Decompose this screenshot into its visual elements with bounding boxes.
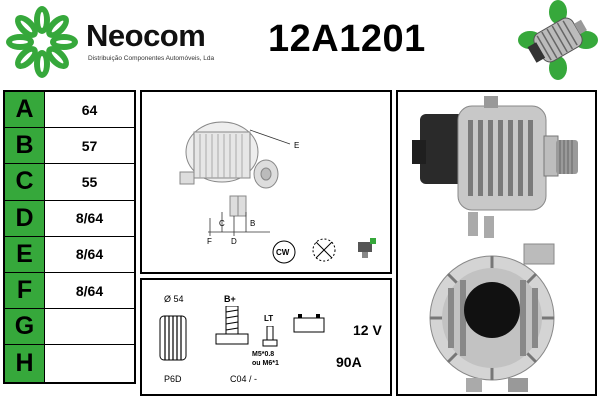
table-row: G [5, 309, 134, 346]
row-letter: G [5, 309, 45, 345]
product-photo-panel [396, 90, 597, 396]
voltage: 12 V [353, 322, 382, 338]
dimension-diagram-panel: E C B F D CW [140, 90, 392, 274]
pulley-icon [159, 315, 187, 361]
row-value [45, 309, 134, 344]
terminal-lt-label: LT [264, 314, 274, 323]
row-letter: E [5, 236, 45, 272]
pulley-diameter: Ø 54 [164, 294, 184, 304]
row-value: 8/64 [75, 246, 104, 263]
product-badge-icon [518, 0, 598, 80]
table-row: A 64 [5, 92, 134, 129]
brand-tagline: Distribuição Componentes Automóveis, Lda [88, 55, 215, 62]
row-value: 55 [81, 173, 98, 190]
mounting-pattern-icon [312, 238, 336, 262]
table-row: D 8/64 [5, 200, 134, 237]
table-row: H [5, 345, 134, 382]
alternator-line-drawing: E C B F D CW [179, 121, 376, 264]
alternator-photo [412, 96, 578, 392]
pulley-type: P6D [164, 374, 182, 384]
callout-c: C [219, 219, 225, 228]
row-value: 57 [81, 137, 98, 154]
row-letter: B [5, 128, 45, 164]
callout-d: D [231, 237, 237, 246]
callout-b: B [250, 219, 255, 228]
bolt-sizes: M5*0.8 ou M6*1 [252, 351, 279, 367]
amperage: 90A [336, 354, 362, 370]
table-row: E 8/64 [5, 236, 134, 273]
row-value: 64 [81, 101, 98, 118]
electrical-spec-panel: Ø 54 P6D B+ LT M5*0.8 ou M6*1 C04 / - 12… [140, 278, 392, 396]
row-letter: A [5, 92, 45, 128]
row-value: 8/64 [75, 282, 104, 299]
lt-terminal-bolt-icon [262, 326, 278, 347]
connector-code: C04 / - [230, 374, 258, 384]
rotation-label: CW [276, 248, 290, 257]
table-row: B 57 [5, 128, 134, 165]
row-letter: F [5, 272, 45, 309]
row-letter: H [5, 345, 45, 382]
part-number: 12A1201 [268, 18, 426, 60]
table-row: C 55 [5, 164, 134, 201]
b-terminal-bolt-icon [215, 306, 249, 345]
alternator-rear-view [429, 243, 555, 392]
row-value [45, 345, 134, 381]
table-row: F 8/64 [5, 272, 134, 310]
terminal-b-label: B+ [224, 294, 236, 304]
brand-name: Neocom [86, 18, 206, 53]
callout-e: E [294, 141, 299, 150]
callout-f: F [207, 237, 212, 246]
row-value: 8/64 [75, 210, 104, 227]
neocom-logo-icon [6, 6, 78, 78]
rotation-cw-icon: CW [272, 240, 296, 264]
dimension-table: A 64 B 57 C 55 D 8/64 E 8/64 F 8/64 G H [3, 90, 136, 384]
row-letter: C [5, 164, 45, 200]
connector-icon [358, 238, 376, 258]
row-letter: D [5, 200, 45, 236]
alternator-side-view [412, 96, 578, 238]
connector-plug-icon [293, 314, 325, 333]
